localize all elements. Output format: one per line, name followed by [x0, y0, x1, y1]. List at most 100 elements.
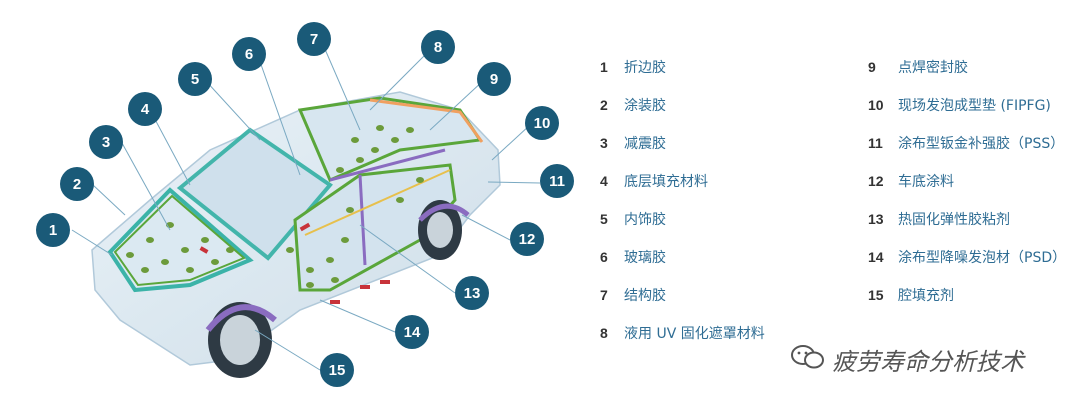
- legend-num: 1: [600, 59, 608, 75]
- legend-item-14: 14 涂布型降噪发泡材（PSD）: [868, 247, 1066, 267]
- callout-12-label: 12: [518, 230, 536, 248]
- legend-label: 内饰胶: [624, 212, 666, 228]
- callout-4-label: 4: [140, 100, 150, 118]
- legend-label: 涂装胶: [624, 98, 666, 114]
- callout-13-label: 13: [463, 284, 481, 302]
- legend-item-11: 11 涂布型钣金补强胶（PSS）: [868, 133, 1064, 153]
- adhesive-dot: [286, 247, 294, 253]
- legend-num: 4: [600, 173, 608, 189]
- callout-14-label: 14: [403, 323, 421, 341]
- adhesive-dots: [126, 125, 424, 288]
- legend-label: 液用 UV 固化遮罩材料: [624, 326, 765, 342]
- adhesive-dot: [371, 147, 379, 153]
- callout-1-label: 1: [48, 221, 58, 239]
- callout-9: 9: [477, 62, 511, 96]
- legend-label: 热固化弹性胶粘剂: [898, 212, 1010, 228]
- red-markers: [199, 222, 390, 304]
- adhesive-dot: [346, 207, 354, 213]
- callout-13: 13: [455, 276, 489, 310]
- legend-num: 8: [600, 325, 608, 341]
- callout-5: 5: [178, 62, 212, 96]
- adhesive-dot: [226, 247, 234, 253]
- legend-num: 11: [868, 135, 883, 151]
- legend-num: 3: [600, 135, 608, 151]
- callout-11: 11: [540, 164, 574, 198]
- adhesive-dot: [146, 237, 154, 243]
- adhesive-dot: [391, 137, 399, 143]
- callout-6: 6: [232, 37, 266, 71]
- legend-label: 涂布型钣金补强胶（PSS）: [898, 136, 1065, 152]
- legend-num: 12: [868, 173, 884, 189]
- adhesive-dot: [161, 259, 169, 265]
- legend-num: 10: [868, 97, 884, 113]
- callout-4: 4: [128, 92, 162, 126]
- callout-6-label: 6: [244, 45, 254, 63]
- adhesive-dot: [326, 257, 334, 263]
- adhesive-dot: [331, 277, 339, 283]
- adhesive-dot: [186, 267, 194, 273]
- callout-14: 14: [395, 315, 429, 349]
- wechat-icon: [790, 343, 826, 377]
- adhesive-dot: [181, 247, 189, 253]
- legend-label: 车底涂料: [898, 174, 954, 190]
- legend-item-5: 5 内饰胶: [600, 209, 666, 229]
- callout-15: 15: [320, 353, 354, 387]
- callout-7-label: 7: [309, 30, 319, 48]
- car-diagram: 1 2 3 4 5 6 7 8 9 10 11 12 13 14 15: [36, 22, 574, 387]
- adhesive-dot: [356, 157, 364, 163]
- legend-item-2: 2 涂装胶: [600, 95, 666, 115]
- car-illustration: [71, 39, 541, 378]
- legend-num: 5: [600, 211, 608, 227]
- adhesive-dot: [201, 237, 209, 243]
- legend-label: 折边胶: [624, 60, 666, 76]
- callout-12: 12: [510, 222, 544, 256]
- legend-num: 14: [868, 249, 884, 265]
- legend-item-8: 8 液用 UV 固化遮罩材料: [600, 323, 765, 343]
- legend-label: 现场发泡成型垫 (FIPFG): [898, 98, 1051, 114]
- callout-2-label: 2: [72, 175, 82, 193]
- watermark-text: 疲劳寿命分析技术: [832, 348, 1024, 376]
- adhesive-dot: [141, 267, 149, 273]
- legend-num: 2: [600, 97, 608, 113]
- legend-label: 腔填充剂: [898, 288, 954, 304]
- callout-9-label: 9: [489, 70, 499, 88]
- adhesive-dot: [416, 177, 424, 183]
- callout-10: 10: [525, 106, 559, 140]
- callout-3: 3: [89, 125, 123, 159]
- adhesive-dot: [336, 167, 344, 173]
- callout-8: 8: [421, 30, 455, 64]
- legend-item-7: 7 结构胶: [600, 285, 666, 305]
- callout-11-label: 11: [549, 172, 565, 190]
- windshield: [176, 127, 333, 261]
- leader-lines: [71, 39, 541, 371]
- legend-num: 7: [600, 287, 608, 303]
- adhesive-dot: [211, 259, 219, 265]
- callout-1: 1: [36, 213, 70, 247]
- callout-5-label: 5: [190, 70, 200, 88]
- callout-3-label: 3: [101, 133, 111, 151]
- watermark: 疲劳寿命分析技术: [790, 342, 1024, 377]
- callout-2: 2: [60, 167, 94, 201]
- legend-num: 15: [868, 287, 884, 303]
- legend-num: 6: [600, 249, 608, 265]
- legend-label: 底层填充材料: [624, 174, 708, 190]
- adhesive-dot: [406, 127, 414, 133]
- adhesive-dot: [351, 137, 359, 143]
- legend-item-10: 10 现场发泡成型垫 (FIPFG): [868, 95, 1051, 115]
- callout-8-label: 8: [433, 38, 443, 56]
- adhesive-dot: [396, 197, 404, 203]
- adhesive-dot: [126, 252, 134, 258]
- legend-label: 点焊密封胶: [898, 60, 968, 76]
- adhesive-dot: [306, 267, 314, 273]
- adhesive-dot: [341, 237, 349, 243]
- callout-10-label: 10: [533, 114, 551, 132]
- adhesive-dot: [376, 125, 384, 131]
- legend-label: 涂布型降噪发泡材（PSD）: [898, 250, 1067, 266]
- legend-item-1: 1 折边胶: [600, 57, 666, 77]
- adhesive-dot: [306, 282, 314, 288]
- legend-label: 结构胶: [624, 288, 666, 304]
